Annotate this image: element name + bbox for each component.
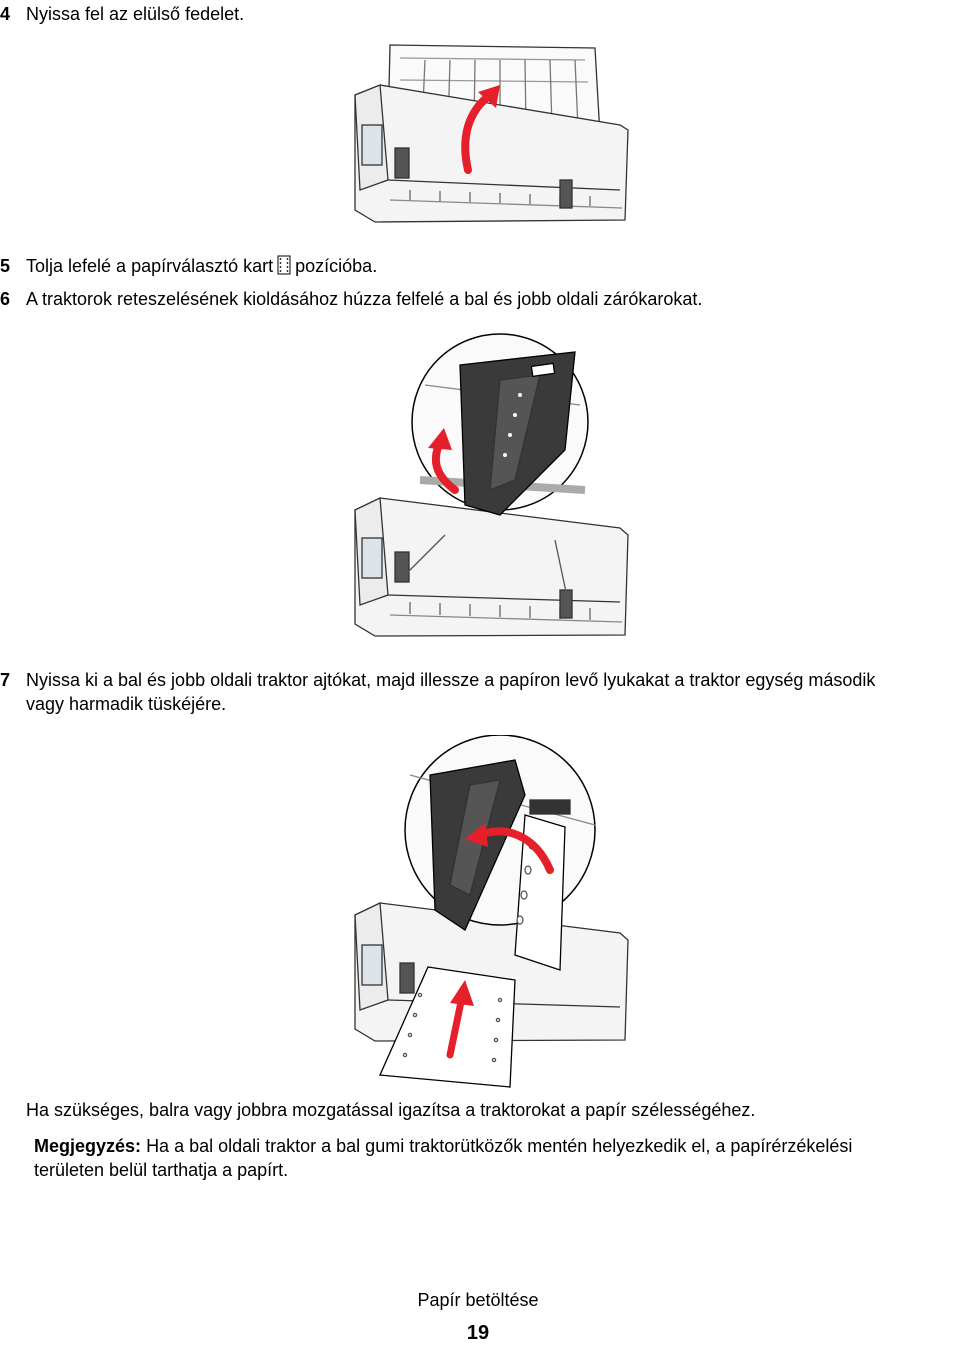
note-label: Megjegyzés:	[34, 1136, 142, 1156]
step-number: 6	[0, 289, 11, 309]
step-text: A traktorok reteszelésének kioldásához h…	[26, 289, 703, 309]
printer-open-cover-figure	[354, 44, 629, 223]
step-4: 4 Nyissa fel az elülső fedelet.	[0, 2, 244, 26]
step-number: 4	[0, 4, 11, 24]
page-number: 19	[466, 1322, 490, 1344]
step-7-continuation: vagy harmadik tüskéjére.	[26, 694, 227, 714]
adjust-tractors-text: Ha szükséges, balra vagy jobbra mozgatás…	[26, 1100, 756, 1120]
note: Megjegyzés: Ha a bal oldali traktor a ba…	[34, 1134, 960, 1182]
step-number: 5	[0, 256, 11, 276]
note-text-2: területen belül tarthatja a papírt.	[34, 1160, 289, 1180]
step-text: Nyissa fel az elülső fedelet.	[26, 4, 245, 24]
paper-on-tractor-pins-figure	[354, 735, 629, 1088]
continuous-paper-position-icon	[277, 255, 291, 281]
step-text: Nyissa ki a bal és jobb oldali traktor a…	[26, 670, 876, 690]
section-title: Papír betöltése	[417, 1290, 539, 1310]
step-text: Tolja lefelé a papírválasztó kart	[26, 256, 274, 276]
step-number: 7	[0, 670, 11, 690]
step-5: 5 Tolja lefelé a papírválasztó kart pozíci…	[0, 254, 377, 281]
note-text-1: Ha a bal oldali traktor a bal gumi trakt…	[146, 1136, 853, 1156]
step-6: 6 A traktorok reteszelésének kioldásához …	[0, 287, 702, 311]
step-7: 7 Nyissa ki a bal és jobb oldali traktor …	[0, 668, 875, 692]
note-line-1: Megjegyzés: Ha a bal oldali traktor a ba…	[34, 1134, 960, 1158]
step-text-after: pozícióba.	[295, 256, 378, 276]
tractor-lock-lever-figure	[354, 333, 629, 637]
